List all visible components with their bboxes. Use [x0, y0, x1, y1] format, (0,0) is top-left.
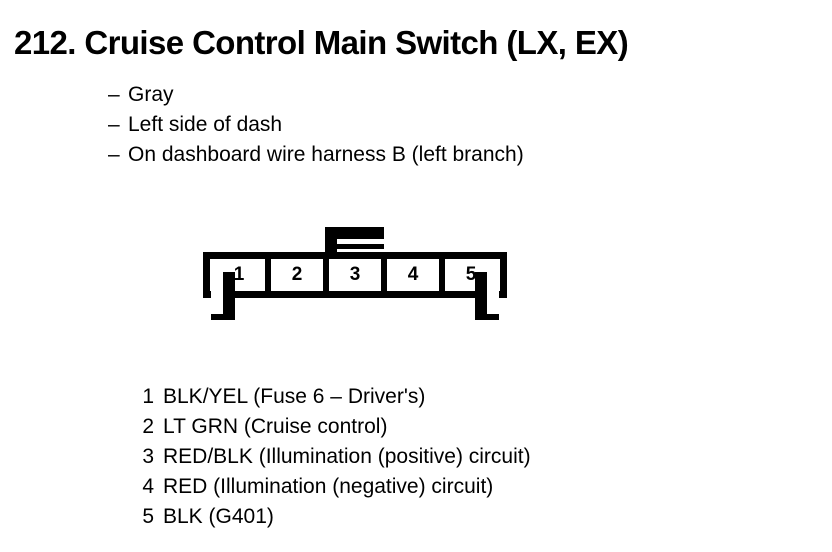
connector-latch-tab-icon	[325, 227, 384, 254]
pin-legend-row: 1 BLK/YEL (Fuse 6 – Driver's)	[130, 382, 531, 412]
connector-cavity-4: 4	[381, 252, 442, 298]
latch-slot	[337, 239, 384, 244]
note-item: – Gray	[108, 80, 524, 110]
pin-number: 4	[142, 475, 154, 498]
connector-notes-list: – Gray – Left side of dash – On dashboar…	[108, 80, 524, 170]
pin-legend-row: 4 RED (Illumination (negative) circuit)	[130, 472, 531, 502]
note-text: On dashboard wire harness B (left branch…	[128, 143, 524, 166]
dash-bullet-icon: –	[108, 113, 120, 136]
note-item: – On dashboard wire harness B (left bran…	[108, 140, 524, 170]
pin-description: BLK/YEL (Fuse 6 – Driver's)	[163, 385, 426, 408]
pin-legend: 1 BLK/YEL (Fuse 6 – Driver's) 2 LT GRN (…	[130, 382, 531, 532]
connector-cavity-row: 1 2 3 4 5	[210, 252, 500, 298]
dash-bullet-icon: –	[108, 83, 120, 106]
dash-bullet-icon: –	[108, 143, 120, 166]
pin-number: 1	[142, 385, 154, 408]
latch-slot	[337, 249, 384, 254]
tab-notch	[211, 271, 223, 314]
pin-legend-row: 2 LT GRN (Cruise control)	[130, 412, 531, 442]
connector-cavity-1: 1	[233, 264, 245, 285]
note-item: – Left side of dash	[108, 110, 524, 140]
pin-description: BLK (G401)	[163, 505, 274, 528]
tab-notch	[487, 271, 499, 314]
connector-cavity-2: 2	[265, 252, 326, 298]
pin-number: 3	[142, 445, 154, 468]
connector-cavity-3: 3	[323, 252, 384, 298]
connector-mounting-tab-left	[211, 271, 235, 320]
pin-description: LT GRN (Cruise control)	[163, 415, 388, 438]
note-text: Left side of dash	[128, 113, 283, 136]
pin-number: 2	[142, 415, 154, 438]
connector-diagram: 1 2 3 4 5	[203, 227, 507, 320]
page-title: 212. Cruise Control Main Switch (LX, EX)	[14, 24, 629, 61]
pin-description: RED/BLK (Illumination (positive) circuit…	[163, 445, 531, 468]
pin-number: 5	[142, 505, 154, 528]
connector-bottom-rail	[227, 291, 483, 298]
connector-cavity-5: 5	[439, 252, 500, 298]
pin-description: RED (Illumination (negative) circuit)	[163, 475, 494, 498]
pin-legend-row: 3 RED/BLK (Illumination (positive) circu…	[130, 442, 531, 472]
note-text: Gray	[128, 83, 174, 106]
pin-legend-row: 5 BLK (G401)	[130, 502, 531, 532]
